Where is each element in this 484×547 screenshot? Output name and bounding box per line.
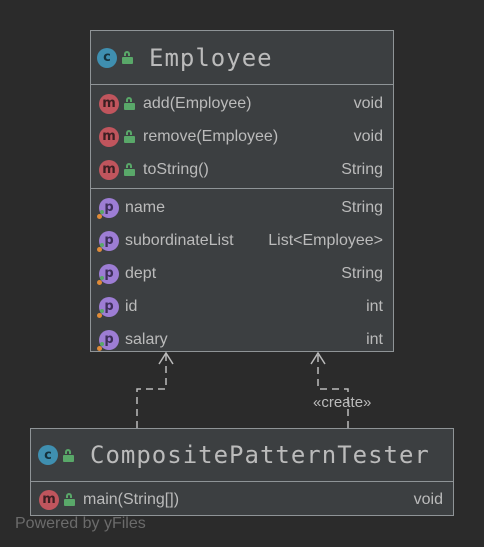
field-icon: p <box>97 263 119 285</box>
tester-class-header: c CompositePatternTester <box>31 429 453 482</box>
visibility-dot-icon <box>97 341 104 351</box>
public-lock-icon <box>124 97 135 110</box>
yfiles-watermark: Powered by yFiles <box>15 515 146 532</box>
method-icon: m <box>99 93 119 114</box>
visibility-dot-icon <box>97 275 104 285</box>
method-icon: m <box>99 126 119 147</box>
visibility-dot-icon <box>97 242 104 252</box>
field-name: salary <box>125 330 168 348</box>
field-type: int <box>366 330 383 348</box>
tester-class-node[interactable]: c CompositePatternTester m main(String[]… <box>30 428 454 516</box>
method-type: void <box>353 94 383 112</box>
field-row[interactable]: p salary int <box>91 323 393 356</box>
method-name: add(Employee) <box>143 94 252 112</box>
method-type: String <box>341 160 383 178</box>
public-lock-icon <box>124 130 135 143</box>
runnable-class-icon: c <box>38 445 58 465</box>
field-row[interactable]: p subordinateList List<Employee> <box>91 224 393 257</box>
public-lock-icon <box>124 163 135 176</box>
method-type: void <box>353 127 383 145</box>
public-lock-icon <box>122 51 133 64</box>
method-name: main(String[]) <box>83 490 180 508</box>
create-stereotype-label: «create» <box>313 394 372 411</box>
field-icon: p <box>97 230 119 252</box>
method-row[interactable]: m remove(Employee) void <box>91 120 393 153</box>
employee-class-node[interactable]: c Employee m add(Employee) void m remove… <box>90 30 394 352</box>
class-name: CompositePatternTester <box>90 441 430 469</box>
field-row[interactable]: p name String <box>91 191 393 224</box>
fields-section: p name String p subordinateList List<Emp… <box>91 189 393 358</box>
arrowhead-create <box>310 351 326 365</box>
field-name: dept <box>125 264 157 282</box>
public-lock-icon <box>64 493 75 506</box>
class-name: Employee <box>149 43 273 72</box>
visibility-dot-icon <box>97 308 104 318</box>
field-row[interactable]: p dept String <box>91 257 393 290</box>
field-name: name <box>125 198 166 216</box>
field-icon: p <box>97 197 119 219</box>
employee-class-header: c Employee <box>91 31 393 85</box>
field-icon: p <box>97 296 119 318</box>
dependency-edge-create <box>317 354 349 428</box>
method-icon: m <box>39 489 59 510</box>
field-type: int <box>366 297 383 315</box>
methods-section: m add(Employee) void m remove(Employee) … <box>91 85 393 189</box>
method-row[interactable]: m main(String[]) void <box>31 483 453 516</box>
field-type: String <box>341 264 383 282</box>
field-name: id <box>125 297 138 315</box>
method-row[interactable]: m add(Employee) void <box>91 87 393 120</box>
field-type: List<Employee> <box>268 231 383 249</box>
methods-section: m main(String[]) void <box>31 482 453 517</box>
method-icon: m <box>99 159 119 180</box>
field-name: subordinateList <box>125 231 234 249</box>
field-row[interactable]: p id int <box>91 290 393 323</box>
field-type: String <box>341 198 383 216</box>
public-lock-icon <box>63 448 74 462</box>
method-row[interactable]: m toString() String <box>91 153 393 186</box>
method-name: remove(Employee) <box>143 127 279 145</box>
dependency-edge-left <box>136 354 167 428</box>
field-icon: p <box>97 329 119 351</box>
method-type: void <box>413 490 443 508</box>
class-icon: c <box>97 47 117 68</box>
arrowhead-left <box>158 351 174 365</box>
method-name: toString() <box>143 160 209 178</box>
visibility-dot-icon <box>97 209 104 219</box>
